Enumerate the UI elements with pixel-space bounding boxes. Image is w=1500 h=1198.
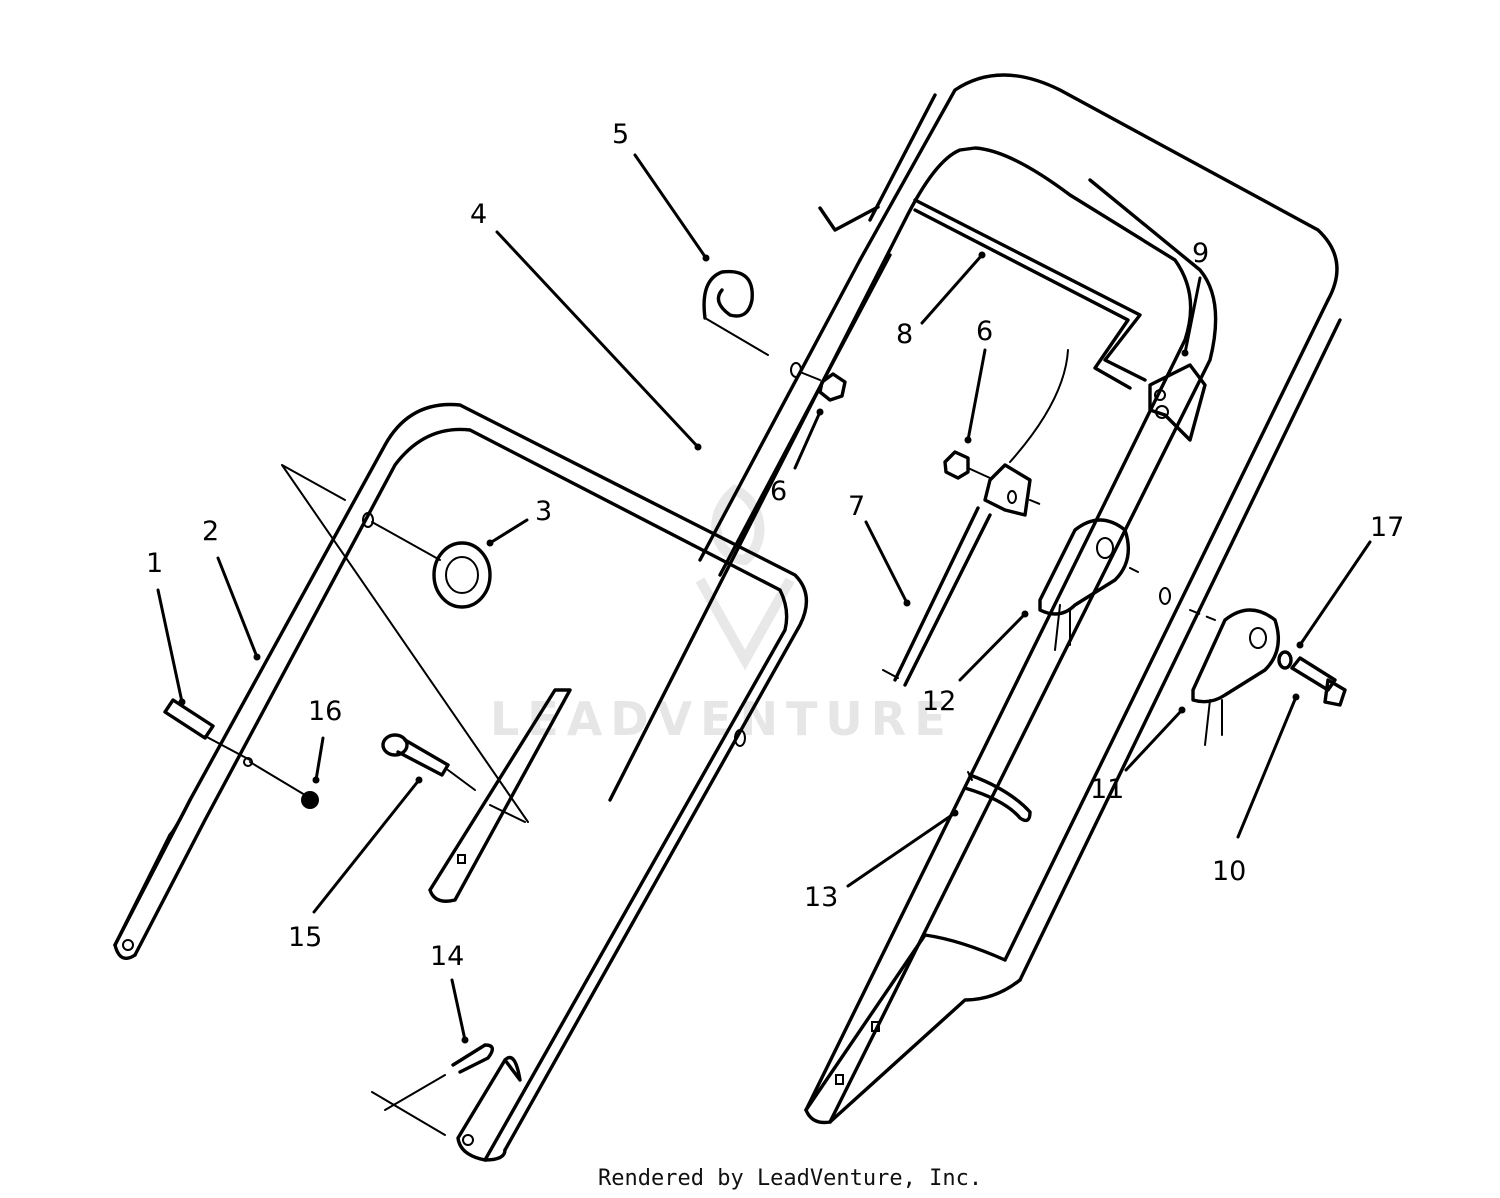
part-6-nut-upper[interactable]: [790, 362, 847, 402]
callout-13: 13: [804, 882, 838, 913]
callout-16: 16: [308, 696, 342, 727]
callout-17: 17: [1370, 512, 1404, 543]
watermark-text: LEADVENTURE: [490, 692, 954, 746]
callout-7: 7: [848, 491, 865, 522]
callout-6-upper: 6: [770, 476, 787, 507]
part-9-bracket[interactable]: [1148, 363, 1207, 442]
callout-9: 9: [1192, 238, 1209, 269]
part-8-control-rod[interactable]: [913, 198, 1147, 390]
credit-text: Rendered by LeadVenture, Inc.: [598, 1166, 982, 1191]
callout-4: 4: [470, 199, 487, 230]
callout-15: 15: [288, 922, 322, 953]
callout-1: 1: [146, 548, 163, 579]
part-1-bolt[interactable]: [163, 698, 251, 761]
part-12-handle-clamp[interactable]: [1029, 499, 1139, 651]
part-11-handle-clamp[interactable]: [1189, 608, 1280, 746]
callout-12: 12: [922, 686, 956, 717]
callout-8: 8: [896, 319, 913, 350]
part-7-cable[interactable]: [882, 349, 1069, 687]
upper-handle[interactable]: [608, 73, 1342, 1125]
callout-6-lower: 6: [976, 316, 993, 347]
part-15-bolt[interactable]: [381, 733, 476, 791]
callout-10: 10: [1212, 856, 1246, 887]
watermark-logo-icon: [695, 484, 795, 671]
part-5-clip[interactable]: [702, 269, 769, 356]
part-13-cable-tie[interactable]: [963, 771, 1032, 823]
callout-3: 3: [535, 496, 552, 527]
callout-11: 11: [1090, 774, 1124, 805]
leader-dots: [178, 251, 1304, 1044]
part-6-nut-lower[interactable]: [943, 450, 991, 480]
part-3-knob[interactable]: [371, 521, 492, 609]
part-10-bolt[interactable]: [1290, 656, 1347, 707]
callout-5: 5: [612, 119, 629, 150]
part-16-nut[interactable]: [243, 757, 319, 809]
part-14-clip[interactable]: [451, 1043, 494, 1074]
callout-labels: 1 2 3 4 5 6 6 7 8 9 10 11 12 13 14 15 16…: [146, 119, 1404, 972]
lower-handle[interactable]: [113, 402, 809, 1162]
callout-14: 14: [430, 941, 464, 972]
callout-2: 2: [202, 516, 219, 547]
part-17-washer[interactable]: [1277, 650, 1293, 670]
leader-lines: [156, 153, 1372, 1042]
